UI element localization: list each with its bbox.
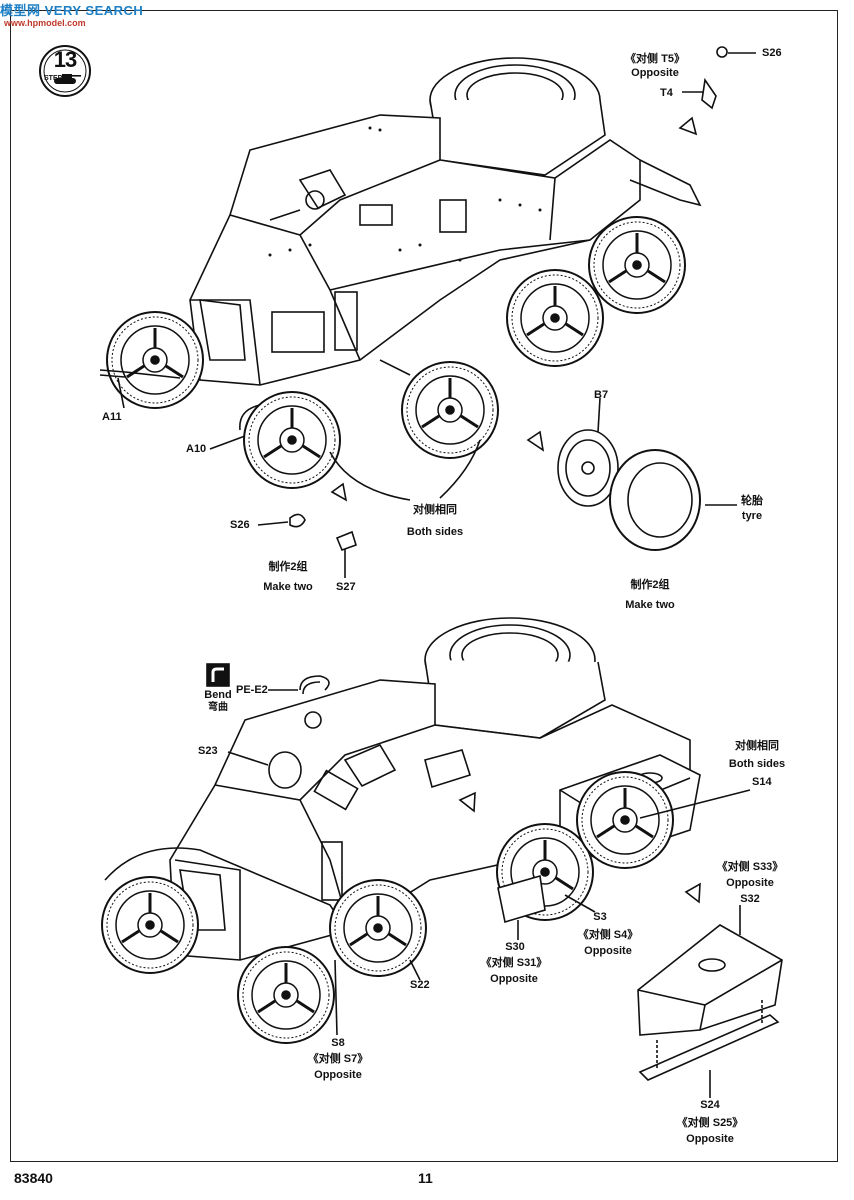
label-s31-cn: 《对侧 S31》 — [480, 957, 548, 969]
label-both-sides-cn-bottom: 对侧相同 — [735, 740, 779, 752]
label-s7-cn: 《对侧 S7》 — [307, 1053, 369, 1065]
step-label: STEP — [44, 75, 63, 82]
label-opposite-t5-cn: 《对侧 T5》 — [625, 53, 685, 65]
step-badge: 13 STEP — [38, 44, 92, 98]
label-s25-cn: 《对侧 S25》 — [676, 1117, 744, 1129]
label-s8: S8 — [331, 1037, 345, 1049]
top-vehicle-hull — [99, 57, 702, 431]
label-a10: A10 — [186, 443, 207, 455]
label-both-sides-en-top: Both sides — [406, 526, 464, 538]
hub-b7 — [557, 429, 619, 507]
label-b7: B7 — [594, 389, 609, 401]
label-s14: S14 — [752, 776, 772, 788]
label-s25-en: Opposite — [686, 1133, 734, 1145]
label-t4: T4 — [660, 87, 673, 99]
label-s31-en: Opposite — [490, 973, 538, 985]
label-make-two-en-right: Make two — [625, 599, 675, 611]
label-make-two-cn-left: 制作2组 — [268, 561, 308, 573]
watermark-brand: 模型网 VERY SEARCH — [0, 3, 144, 18]
label-s4-en: Opposite — [584, 945, 632, 957]
label-s33-en: Opposite — [726, 877, 774, 889]
label-s7-en: Opposite — [314, 1069, 362, 1081]
label-a11: A11 — [102, 411, 122, 423]
label-opposite-t5-en: Opposite — [631, 67, 679, 79]
label-pe-e2: PE-E2 — [236, 684, 268, 696]
label-s3: S3 — [593, 911, 607, 923]
tyre-part — [609, 449, 701, 551]
label-s32: S32 — [740, 893, 760, 905]
label-both-sides-en-bottom: Both sides — [728, 758, 786, 770]
bottom-vehicle-hull — [100, 617, 701, 1045]
label-bend-cn: 弯曲 — [208, 702, 228, 713]
label-s24: S24 — [700, 1099, 720, 1111]
step-number: 13 — [53, 47, 77, 72]
watermark-url: www.hpmodel.com — [4, 18, 86, 28]
label-s27: S27 — [336, 581, 356, 593]
label-tyre-en: tyre — [741, 510, 763, 522]
kit-number: 83840 — [14, 1170, 53, 1186]
label-s22: S22 — [410, 979, 430, 991]
label-make-two-en-left: Make two — [263, 581, 313, 593]
label-s26-left: S26 — [230, 519, 250, 531]
label-s23: S23 — [198, 745, 218, 757]
label-s4-cn: 《对侧 S4》 — [577, 929, 639, 941]
fender-part-s32 — [637, 924, 783, 1081]
page-number: 11 — [418, 1170, 433, 1186]
label-make-two-cn-right: 制作2组 — [630, 579, 670, 591]
label-s30: S30 — [505, 941, 525, 953]
label-s26-top: S26 — [762, 47, 782, 59]
page-frame — [10, 10, 838, 1162]
label-tyre-cn: 轮胎 — [741, 495, 763, 507]
label-bend-en: Bend — [204, 689, 232, 701]
label-both-sides-cn-top: 对侧相同 — [413, 504, 457, 516]
label-s33-cn: 《对侧 S33》 — [716, 861, 784, 873]
